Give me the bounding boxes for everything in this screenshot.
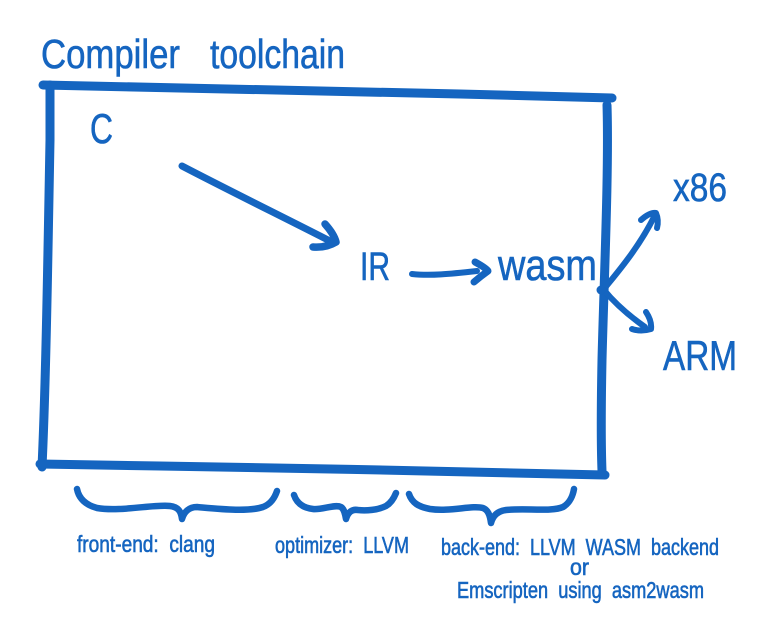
svg-text:front-end: clang: front-end: clang (77, 531, 215, 557)
svg-text:x86: x86 (673, 166, 727, 210)
svg-text:or: or (570, 554, 589, 580)
svg-text:Emscripten using asm2wasm: Emscripten using asm2wasm (457, 577, 704, 603)
svg-text:toolchain: toolchain (210, 31, 345, 77)
svg-text:Compiler: Compiler (41, 31, 180, 77)
svg-text:C: C (90, 105, 113, 152)
svg-text:optimizer: LLVM: optimizer: LLVM (275, 532, 409, 558)
svg-text:wasm: wasm (497, 241, 597, 290)
svg-text:ARM: ARM (663, 332, 737, 379)
svg-text:back-end: LLVM WASM backend: back-end: LLVM WASM backend (441, 534, 719, 560)
svg-text:IR: IR (360, 245, 390, 289)
